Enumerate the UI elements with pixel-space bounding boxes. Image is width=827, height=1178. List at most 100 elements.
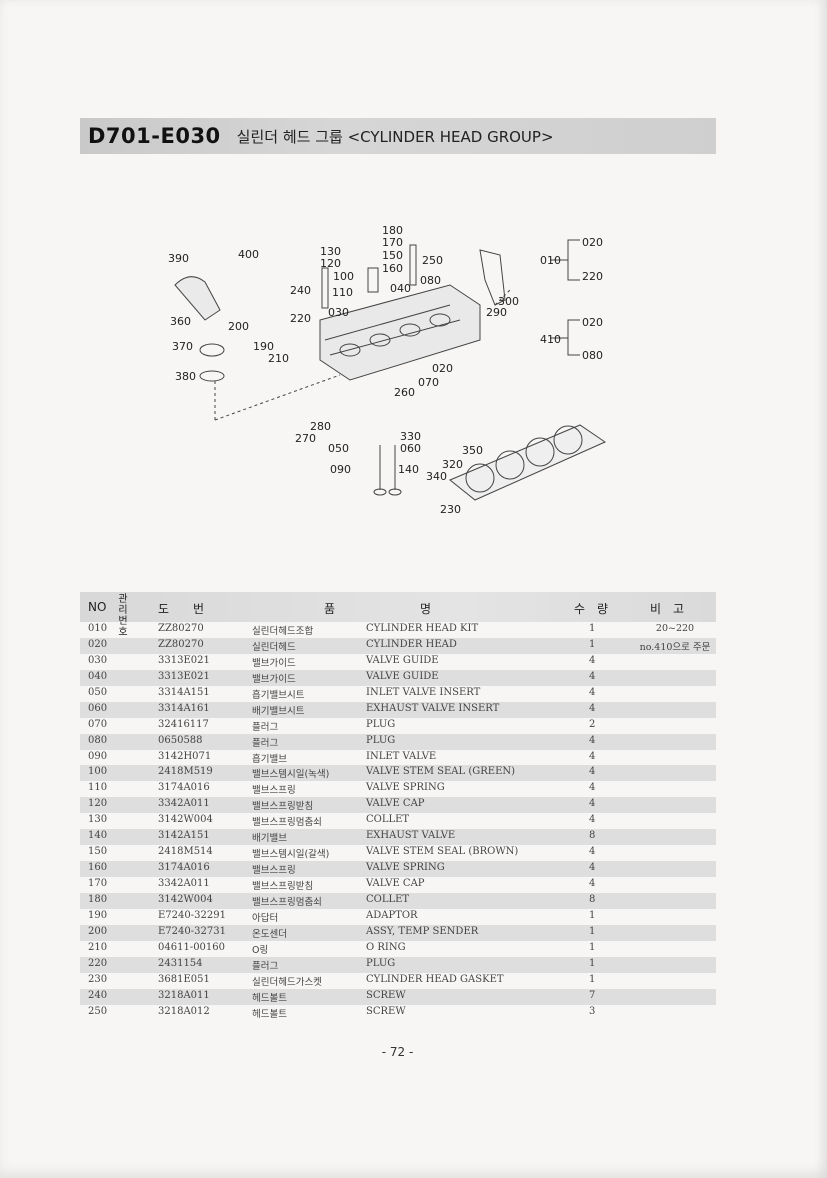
cell-quantity: 4	[589, 686, 596, 698]
cell-name-english: VALVE CAP	[366, 878, 425, 889]
cell-name-english: EXHAUST VALVE	[366, 830, 456, 842]
callout-labels: 390 400 130 120 100 110 240 180 170 150 …	[168, 224, 603, 516]
callout-010: 010	[540, 254, 561, 267]
cell-name-korean: 밸브스템시일(녹색)	[252, 769, 330, 781]
cell-part-number: 3142W004	[158, 814, 213, 826]
section-title: 실린더 헤드 그룹 <CYLINDER HEAD GROUP>	[236, 127, 554, 146]
cell-name-english: CYLINDER HEAD GASKET	[366, 973, 504, 985]
cell-quantity: 4	[589, 670, 596, 682]
cell-name-english: ADAPTOR	[366, 909, 418, 921]
cell-name-korean: 배기밸브시트	[252, 705, 305, 717]
cell-part-number: 3313E021	[158, 654, 210, 666]
callout-140: 140	[398, 463, 419, 476]
cell-quantity: 8	[589, 893, 596, 905]
cell-name-english: VALVE GUIDE	[366, 654, 439, 666]
cell-name-english: O RING	[366, 941, 406, 953]
cell-name-english: VALVE STEM SEAL (BROWN)	[366, 846, 519, 858]
cell-part-number: 3313E021	[158, 670, 210, 682]
cell-part-number: 3681E051	[158, 973, 210, 985]
cell-no: 250	[88, 1005, 108, 1017]
cell-name-english: VALVE CAP	[366, 798, 425, 810]
cell-part-number: 3342A011	[158, 878, 210, 889]
cell-remark: 20~220	[655, 623, 695, 634]
cell-part-number: 3142W004	[158, 893, 213, 905]
cell-part-number: ZZ80270	[158, 623, 204, 634]
cell-no: 050	[88, 686, 108, 698]
cell-no: 190	[88, 909, 108, 921]
table-header: NO 관리 번호 도 번 품 명 수 량 비 고	[80, 592, 716, 638]
cell-part-number: 3174A016	[158, 862, 210, 874]
cell-name-english: PLUG	[366, 957, 396, 969]
cell-name-korean: 플러그	[252, 960, 279, 972]
cell-quantity: 3	[589, 1005, 596, 1017]
cell-name-english: INLET VALVE	[366, 750, 437, 762]
cell-quantity: 2	[589, 718, 596, 730]
parts-table: NO 관리 번호 도 번 품 명 수 량 비 고 010 ZZ80270 실린더헤드…	[80, 592, 716, 1020]
cell-quantity: 4	[589, 846, 596, 858]
cell-no: 140	[88, 830, 108, 842]
cell-quantity: 1	[589, 957, 596, 969]
cell-name-korean: 실린더헤드	[252, 641, 296, 653]
cell-name-english: PLUG	[366, 734, 396, 746]
callout-090: 090	[330, 463, 351, 476]
callout-020-b: 020	[582, 316, 603, 329]
cell-quantity: 4	[589, 702, 596, 714]
cell-name-korean: 흡기밸브시트	[252, 689, 305, 701]
cell-quantity: 4	[589, 782, 596, 794]
cell-quantity: 4	[589, 878, 596, 889]
cell-name-korean: 실린더헤드조합	[252, 626, 314, 637]
cell-no: 150	[88, 846, 108, 858]
cell-no: 010	[88, 623, 108, 634]
callout-110: 110	[332, 286, 353, 299]
cell-part-number: 04611-00160	[158, 941, 226, 953]
callout-370: 370	[172, 340, 193, 353]
cell-part-number: 3142H071	[158, 750, 212, 762]
cell-name-korean: 헤드볼트	[252, 1008, 287, 1020]
cell-no: 100	[88, 766, 108, 778]
callout-350: 350	[462, 444, 483, 457]
callout-040: 040	[390, 282, 411, 295]
cell-part-number: 3314A151	[158, 686, 210, 698]
cell-part-number: 32416117	[158, 718, 209, 730]
header-mgmt-top: 관리	[118, 594, 128, 616]
section-title-bar: D701-E030 실린더 헤드 그룹 <CYLINDER HEAD GROUP…	[80, 118, 716, 154]
callout-180: 180	[382, 224, 403, 237]
cell-quantity: 4	[589, 814, 596, 826]
cell-quantity: 8	[589, 830, 596, 842]
cell-no: 060	[88, 702, 108, 714]
cell-name-korean: 밸브스프링멈춤쇠	[252, 817, 322, 829]
cell-name-korean: 배기밸브	[252, 833, 287, 845]
cell-no: 210	[88, 941, 108, 953]
cell-no: 200	[88, 925, 108, 937]
cell-name-korean: 밸브스프링받침	[252, 881, 314, 892]
callout-400: 400	[238, 248, 259, 261]
cell-name-korean: 온도센더	[252, 928, 287, 940]
callout-330: 330	[400, 430, 421, 443]
cell-remark: no.410으로 주문	[639, 641, 711, 653]
callout-080: 080	[420, 274, 441, 287]
cell-name-english: VALVE GUIDE	[366, 670, 439, 682]
cell-no: 130	[88, 814, 108, 826]
cell-name-english: INLET VALVE INSERT	[366, 686, 481, 698]
cell-quantity: 4	[589, 862, 596, 874]
header-name-b: 명	[420, 602, 432, 616]
cell-part-number: E7240-32291	[158, 909, 226, 921]
cell-name-english: VALVE SPRING	[366, 862, 445, 874]
cell-no: 090	[88, 750, 108, 762]
cell-part-number: 3218A012	[158, 1005, 210, 1017]
exploded-parts-diagram: 390 400 130 120 100 110 240 180 170 150 …	[150, 210, 630, 530]
cell-no: 040	[88, 670, 108, 682]
cell-name-korean: 아답터	[252, 912, 279, 924]
header-qty: 수 량	[574, 602, 609, 616]
section-code: D701-E030	[88, 124, 221, 148]
cell-part-number: 3142A151	[158, 830, 210, 842]
